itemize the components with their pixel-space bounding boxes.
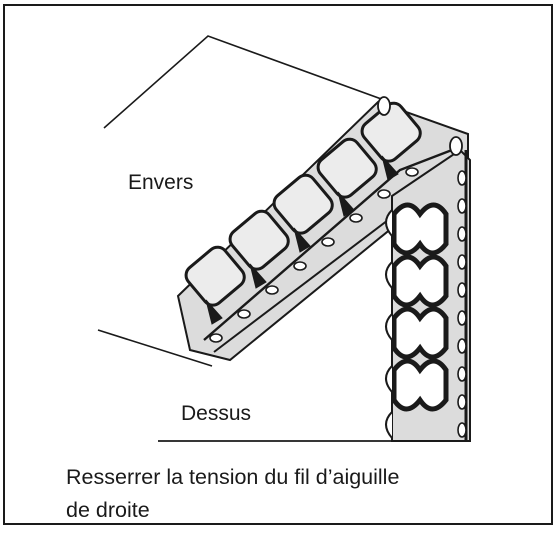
instruction-caption: Resserrer la tension du fil d’aiguille d…: [66, 461, 536, 527]
label-dessus: Dessus: [181, 402, 251, 426]
fabric-outline: [104, 36, 384, 128]
caption-line-2: de droite: [66, 494, 536, 527]
label-envers: Envers: [128, 171, 193, 195]
caption-line-1: Resserrer la tension du fil d’aiguille: [66, 461, 536, 494]
